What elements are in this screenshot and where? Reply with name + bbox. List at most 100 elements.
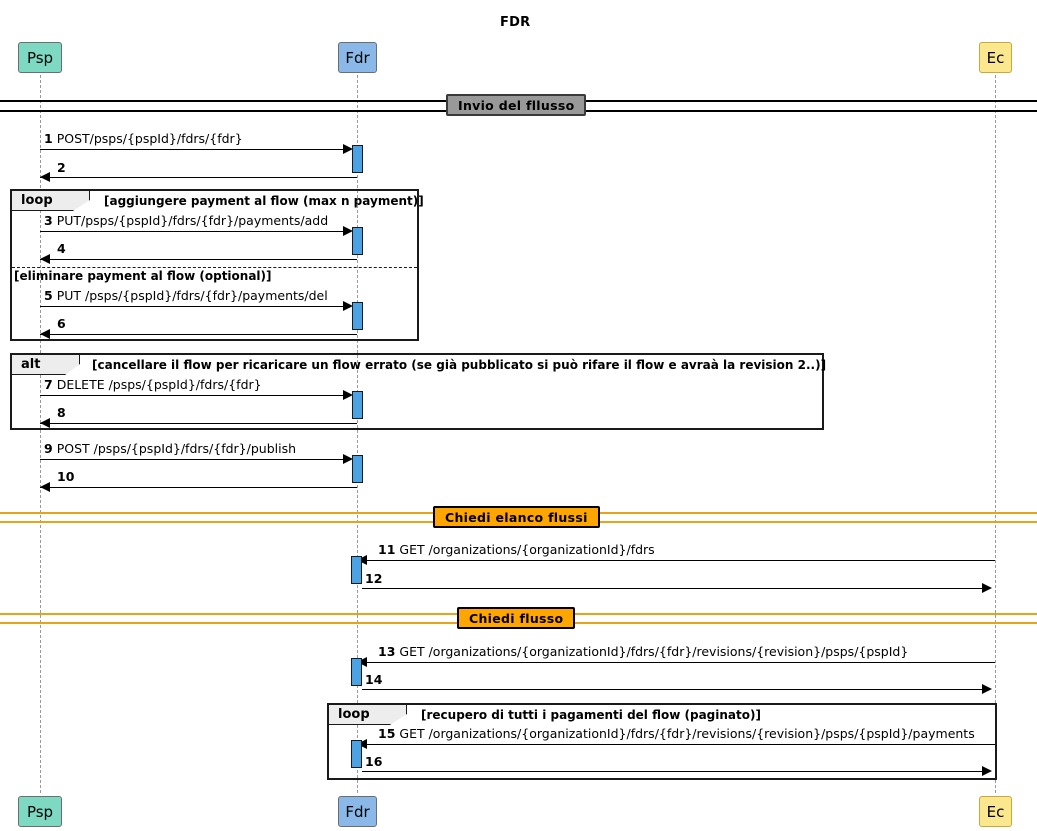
- message-11-label: 11 GET /organizations/{organizationId}/f…: [378, 542, 655, 557]
- message-7-line: [40, 395, 344, 396]
- message-7-text: DELETE /psps/{pspId}/fdrs/{fdr}: [56, 377, 262, 392]
- message-2-line: [40, 177, 357, 178]
- message-6-line: [40, 334, 357, 335]
- message-4-line: [40, 259, 357, 260]
- lifeline-ec: [995, 75, 996, 793]
- message-11-arrowhead: [357, 555, 367, 565]
- message-16-number: 16: [365, 754, 383, 769]
- message-11-text: GET /organizations/{organizationId}/fdrs: [399, 542, 655, 557]
- participant-ec-bottom[interactable]: Ec: [979, 796, 1012, 827]
- message-16-line: [362, 771, 982, 772]
- activation-fdr-9: [352, 455, 363, 483]
- participant-fdr-top[interactable]: Fdr: [338, 42, 377, 73]
- message-9-arrowhead: [343, 454, 353, 464]
- message-5-number: 5: [44, 288, 53, 303]
- message-1-arrowhead: [343, 144, 353, 154]
- message-5-text: PUT /psps/{pspId}/fdrs/{fdr}/payments/de…: [56, 288, 328, 303]
- participant-psp-top[interactable]: Psp: [18, 42, 62, 73]
- activation-fdr-1: [352, 145, 363, 173]
- participant-fdr-bottom[interactable]: Fdr: [338, 796, 377, 827]
- message-12-line: [362, 588, 982, 589]
- message-15-number: 15: [378, 726, 396, 741]
- message-12-label: 12: [365, 571, 386, 586]
- message-12-number: 12: [365, 571, 383, 586]
- message-1-text: POST/psps/{pspId}/fdrs/{fdr}: [56, 131, 243, 146]
- message-9-line: [40, 459, 344, 460]
- fragment-loop-payments: [10, 189, 419, 341]
- fragment-loop-pagamenti: [327, 703, 997, 780]
- message-15-label: 15 GET /organizations/{organizationId}/f…: [378, 726, 975, 741]
- message-13-label: 13 GET /organizations/{organizationId}/f…: [378, 644, 908, 659]
- message-10-arrowhead: [40, 482, 50, 492]
- activation-fdr-15: [351, 740, 362, 768]
- message-1-line: [40, 149, 344, 150]
- message-15-text: GET /organizations/{organizationId}/fdrs…: [399, 726, 975, 741]
- lifeline-fdr: [357, 75, 358, 793]
- message-6-label: 6: [57, 316, 70, 331]
- message-9-number: 9: [44, 441, 53, 456]
- message-8-label: 8: [57, 405, 70, 420]
- message-3-arrowhead: [343, 226, 353, 236]
- message-13-arrowhead: [357, 657, 367, 667]
- message-4-number: 4: [57, 241, 66, 256]
- message-13-line: [357, 662, 995, 663]
- message-8-number: 8: [57, 405, 66, 420]
- message-11-line: [357, 560, 995, 561]
- activation-fdr-3: [352, 227, 363, 255]
- message-3-label: 3 PUT/psps/{pspId}/fdrs/{fdr}/payments/a…: [44, 213, 328, 228]
- message-10-label: 10: [57, 469, 78, 484]
- message-2-arrowhead: [40, 172, 50, 182]
- participant-psp-bottom[interactable]: Psp: [18, 796, 62, 827]
- fragment-alt-cancel-operator: alt: [12, 355, 80, 375]
- fragment-loop-pagamenti-condition: [recupero di tutti i pagamenti del flow …: [421, 708, 761, 722]
- message-1-number: 1: [44, 131, 53, 146]
- fragment-loop-payments-separator: [12, 267, 417, 268]
- message-7-label: 7 DELETE /psps/{pspId}/fdrs/{fdr}: [44, 377, 262, 392]
- participant-ec-top[interactable]: Ec: [979, 42, 1012, 73]
- activation-fdr-7: [352, 391, 363, 419]
- fragment-alt-cancel: [10, 353, 824, 430]
- message-8-arrowhead: [40, 418, 50, 428]
- message-10-number: 10: [57, 469, 75, 484]
- message-16-arrowhead: [982, 766, 992, 776]
- message-3-text: PUT/psps/{pspId}/fdrs/{fdr}/payments/add: [56, 213, 329, 228]
- message-9-label: 9 POST /psps/{pspId}/fdrs/{fdr}/publish: [44, 441, 296, 456]
- fragment-loop-payments-alt-condition: [eliminare payment al flow (optional)]: [14, 269, 272, 283]
- message-14-number: 14: [365, 672, 383, 687]
- message-15-arrowhead: [357, 739, 367, 749]
- message-9-text: POST /psps/{pspId}/fdrs/{fdr}/publish: [56, 441, 297, 456]
- message-6-arrowhead: [40, 329, 50, 339]
- message-5-line: [40, 306, 344, 307]
- activation-fdr-11: [351, 556, 362, 584]
- divider-invio-del-flusso: Invio del fllusso: [446, 94, 587, 116]
- message-14-line: [362, 689, 982, 690]
- message-5-arrowhead: [343, 301, 353, 311]
- lifeline-psp: [40, 75, 41, 793]
- message-13-number: 13: [378, 644, 396, 659]
- message-7-arrowhead: [343, 390, 353, 400]
- message-1-label: 1 POST/psps/{pspId}/fdrs/{fdr}: [44, 131, 243, 146]
- divider-chiedi-elanco-flussi: Chiedi elanco flussi: [433, 506, 600, 528]
- message-14-arrowhead: [982, 684, 992, 694]
- message-13-text: GET /organizations/{organizationId}/fdrs…: [399, 644, 909, 659]
- message-4-label: 4: [57, 241, 70, 256]
- message-12-arrowhead: [982, 583, 992, 593]
- activation-fdr-13: [351, 658, 362, 686]
- message-4-arrowhead: [40, 254, 50, 264]
- divider-chiedi-flusso: Chiedi flusso: [457, 607, 576, 629]
- message-7-number: 7: [44, 377, 53, 392]
- fragment-loop-pagamenti-operator: loop: [329, 705, 407, 725]
- message-6-number: 6: [57, 316, 66, 331]
- fragment-alt-cancel-condition: [cancellare il flow per ricaricare un fl…: [92, 358, 827, 372]
- message-14-label: 14: [365, 672, 386, 687]
- message-3-number: 3: [44, 213, 53, 228]
- message-15-line: [357, 744, 995, 745]
- fragment-loop-payments-condition: [aggiungere payment al flow (max n payme…: [104, 194, 424, 208]
- message-5-label: 5 PUT /psps/{pspId}/fdrs/{fdr}/payments/…: [44, 288, 328, 303]
- message-3-line: [40, 231, 344, 232]
- message-8-line: [40, 423, 357, 424]
- message-16-label: 16: [365, 754, 386, 769]
- message-2-number: 2: [57, 160, 66, 175]
- diagram-title: FDR: [500, 15, 531, 30]
